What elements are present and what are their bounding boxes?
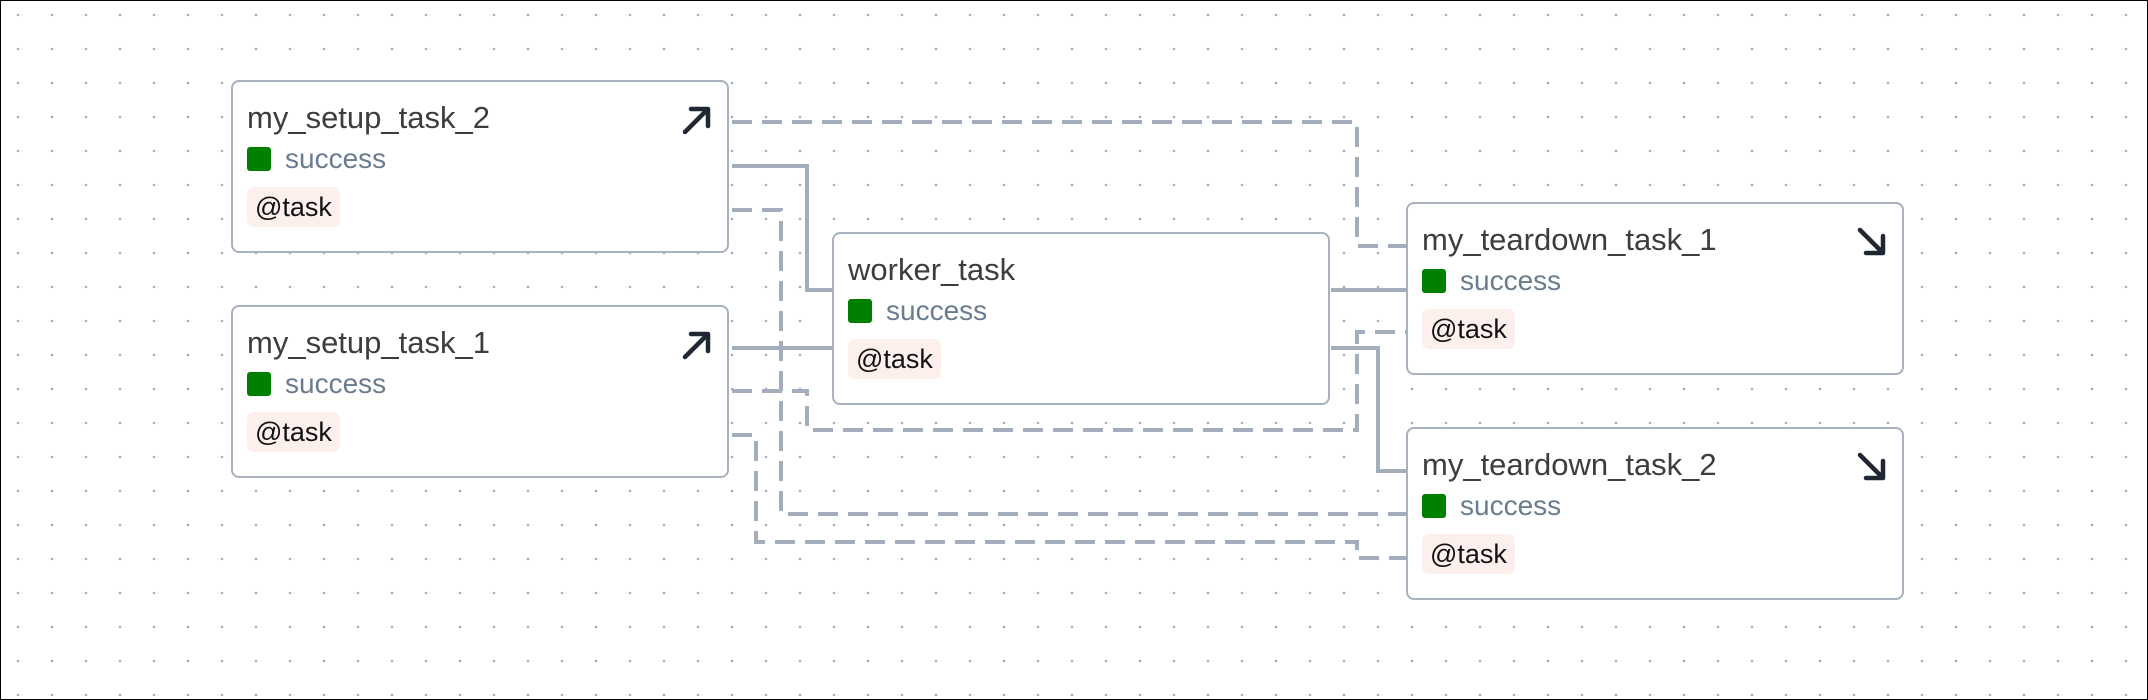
task-title: my_setup_task_2 — [247, 100, 490, 135]
arrow-down-right-icon — [1854, 224, 1890, 260]
task-title: my_teardown_task_2 — [1422, 447, 1717, 482]
arrow-up-right-icon — [679, 102, 715, 138]
edge-setup2-to-worker — [732, 164, 832, 292]
task-node-my-teardown-task-2[interactable]: my_teardown_task_2 success @task — [1406, 427, 1904, 600]
task-status: success — [247, 368, 387, 399]
status-swatch — [1422, 494, 1446, 518]
arrow-down-right-icon — [1854, 449, 1890, 485]
task-title: worker_task — [848, 252, 1016, 287]
operator-badge: @task — [247, 187, 340, 227]
edge-setup1-to-teardown2 — [732, 433, 1406, 560]
task-node-my-setup-task-1[interactable]: my_setup_task_1 success @task — [231, 305, 729, 478]
edge-setup2-to-teardown1 — [732, 120, 1406, 248]
task-node-worker-task[interactable]: worker_task success @task — [832, 232, 1330, 405]
task-node-my-setup-task-2[interactable]: my_setup_task_2 success @task — [231, 80, 729, 253]
task-title: my_teardown_task_1 — [1422, 222, 1717, 257]
operator-badge: @task — [848, 339, 941, 379]
edge-worker-to-teardown2 — [1331, 346, 1406, 473]
status-text: success — [1460, 490, 1562, 521]
status-text: success — [886, 295, 988, 326]
arrow-up-right-icon — [679, 327, 715, 363]
operator-badge: @task — [247, 412, 340, 452]
status-swatch — [247, 372, 271, 396]
task-node-my-teardown-task-1[interactable]: my_teardown_task_1 success @task — [1406, 202, 1904, 375]
status-text: success — [285, 143, 387, 174]
task-status: success — [1422, 490, 1562, 521]
task-status: success — [848, 295, 988, 326]
task-status: success — [1422, 265, 1562, 296]
edge-setup1-to-teardown1 — [732, 330, 1406, 432]
status-text: success — [285, 368, 387, 399]
status-swatch — [848, 299, 872, 323]
task-title: my_setup_task_1 — [247, 325, 490, 360]
operator-badge: @task — [1422, 534, 1515, 574]
status-text: success — [1460, 265, 1562, 296]
operator-badge: @task — [1422, 309, 1515, 349]
edge-setup2-to-teardown2 — [732, 208, 1406, 516]
status-swatch — [247, 147, 271, 171]
status-swatch — [1422, 269, 1446, 293]
task-status: success — [247, 143, 387, 174]
